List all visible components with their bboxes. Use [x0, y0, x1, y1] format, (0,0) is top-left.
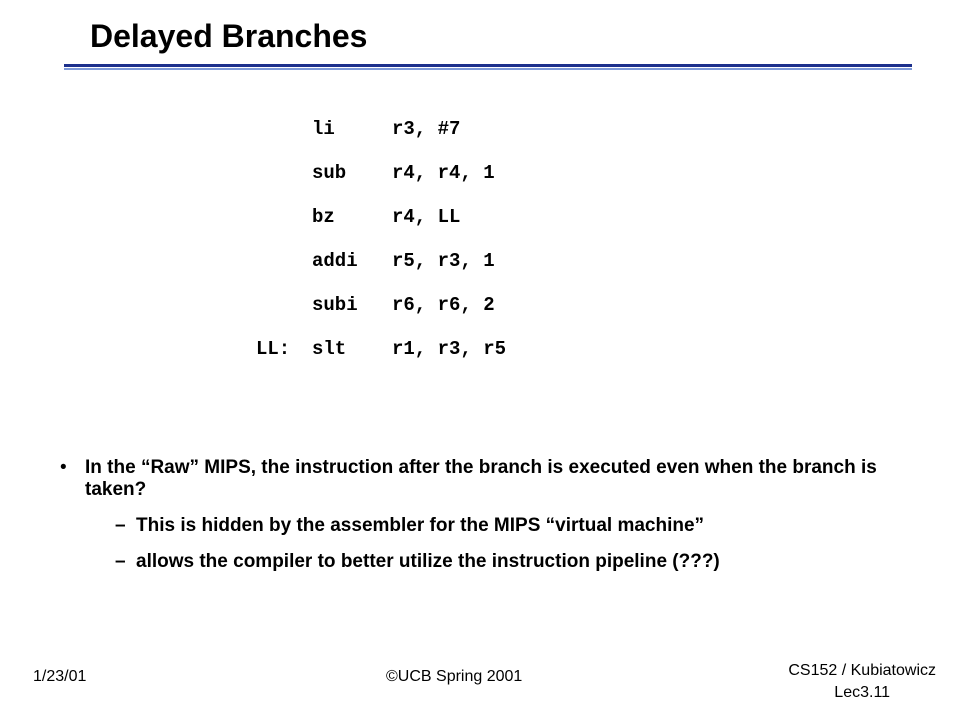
bullet-list: • In the “Raw” MIPS, the instruction aft… — [60, 457, 920, 573]
code-line: LL: slt r1, r3, r5 — [0, 338, 960, 382]
bullet-text: In the “Raw” MIPS, the instruction after… — [85, 457, 877, 500]
sub-bullet-text: allows the compiler to better utilize th… — [136, 551, 720, 572]
footer-date: 1/23/01 — [33, 668, 87, 685]
sub-bullet-marker: – — [115, 551, 126, 572]
code-opcode: li — [312, 118, 335, 140]
footer-course: CS152 / Kubiatowicz — [788, 662, 936, 679]
sub-bullet-item: – allows the compiler to better utilize … — [60, 551, 920, 573]
code-line: bz r4, LL — [0, 206, 960, 250]
code-line: sub r4, r4, 1 — [0, 162, 960, 206]
bullet-item: • In the “Raw” MIPS, the instruction aft… — [60, 457, 920, 501]
slide-title: Delayed Branches — [90, 18, 368, 54]
code-operands: r6, r6, 2 — [392, 294, 495, 316]
code-opcode: slt — [312, 338, 347, 360]
title-underline-shadow — [64, 68, 912, 70]
sub-bullet-text: This is hidden by the assembler for the … — [136, 515, 705, 536]
code-operands: r4, LL — [392, 206, 461, 228]
code-label: LL: — [256, 338, 291, 360]
sub-bullet-item: – This is hidden by the assembler for th… — [60, 515, 920, 537]
code-line: li r3, #7 — [0, 118, 960, 162]
code-line: subi r6, r6, 2 — [0, 294, 960, 338]
footer-lecture: Lec3.11 — [834, 684, 891, 701]
code-operands: r3, #7 — [392, 118, 461, 140]
code-opcode: sub — [312, 162, 347, 184]
footer-copyright: ©UCB Spring 2001 — [386, 668, 523, 685]
code-line: addi r5, r3, 1 — [0, 250, 960, 294]
code-operands: r4, r4, 1 — [392, 162, 495, 184]
code-operands: r1, r3, r5 — [392, 338, 507, 360]
footer-course-info: CS152 / Kubiatowicz Lec3.11 — [788, 660, 936, 704]
code-block: li r3, #7 sub r4, r4, 1 bz r4, LL addi r… — [0, 118, 960, 382]
code-opcode: addi — [312, 250, 358, 272]
code-opcode: bz — [312, 206, 335, 228]
title-underline — [64, 64, 912, 67]
bullet-marker: • — [60, 457, 67, 478]
sub-bullet-marker: – — [115, 515, 126, 536]
code-opcode: subi — [312, 294, 358, 316]
code-operands: r5, r3, 1 — [392, 250, 495, 272]
